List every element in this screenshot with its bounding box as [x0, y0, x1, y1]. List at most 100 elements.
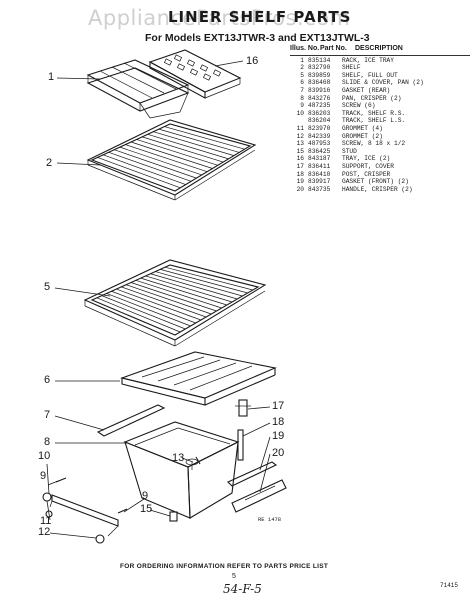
- illus-no-cell: 5: [300, 71, 304, 79]
- illus-no-cell: 16: [296, 155, 304, 163]
- part-no-cell: 836204: [308, 117, 331, 125]
- description-cell: SCREW, 8 18 x 1/2: [342, 140, 406, 148]
- illus-no-cell: 9: [300, 102, 304, 110]
- callout-20: 20: [272, 447, 285, 459]
- part-no-cell: 823970: [308, 124, 331, 132]
- part-no-cell: 839917: [308, 178, 331, 186]
- header-part-no: Part No.: [320, 45, 347, 52]
- shelf-wire: [130, 141, 213, 169]
- part-no-cell: 843735: [308, 185, 331, 193]
- description-cell: PAN, CRISPER (2): [342, 94, 402, 102]
- parts-table: Illus. No. Part No. DESCRIPTION 1 835134 R…: [290, 45, 470, 193]
- part-no-cell: 836468: [308, 79, 331, 87]
- shelf-wire: [121, 286, 207, 318]
- description-cell: SHELF, FULL OUT: [342, 71, 398, 79]
- description-cell: GASKET (REAR): [342, 86, 391, 94]
- part-no-cell: 836203: [308, 109, 331, 117]
- shelf-wire: [111, 290, 196, 324]
- description-cell: GROMMET (2): [342, 132, 383, 140]
- shelf-wire: [116, 288, 202, 321]
- header-description: DESCRIPTION: [355, 45, 403, 52]
- part-no-cell: 843187: [308, 155, 331, 163]
- callout-15: 15: [140, 503, 153, 515]
- description-cell: GROMMET (4): [342, 124, 383, 132]
- shelf-wire: [135, 279, 222, 309]
- diagram-subtitle: For Models EXT13JTWR-3 and EXT13JTWL-3: [145, 32, 370, 44]
- shelf-wire: [140, 277, 227, 306]
- shelf-drawing: [86, 119, 257, 201]
- parts-table-row: 1 835134 RACK, ICE TRAY: [290, 57, 470, 65]
- parts-table-row: 836204 TRACK, SHELF L.S.: [290, 117, 470, 125]
- part-no-cell: 487235: [308, 102, 331, 110]
- shelf-wire: [106, 293, 191, 327]
- part-no-cell: 839916: [308, 86, 331, 94]
- figure-reference: RE 1478: [258, 516, 282, 523]
- part-no-cell: 487953: [308, 140, 331, 148]
- description-cell: SHELF: [342, 64, 361, 72]
- crisper-pan-drawing: [123, 421, 240, 519]
- shelf-wire: [125, 144, 208, 173]
- shelf-wire: [142, 136, 224, 163]
- ordering-footer: FOR ORDERING INFORMATION REFER TO PARTS …: [120, 563, 329, 570]
- shelf-wire: [150, 273, 238, 300]
- parts-table-row: 20 843735 HANDLE, CRISPER (2): [290, 186, 470, 194]
- illus-no-cell: 20: [296, 185, 304, 193]
- shelf-wire: [101, 295, 186, 330]
- diagram-title: LINER SHELF PARTS: [168, 8, 352, 26]
- illus-no-cell: 12: [296, 132, 304, 140]
- shelf-wire: [158, 128, 240, 153]
- shelf-wire: [119, 146, 202, 176]
- shelf-wire: [114, 149, 197, 179]
- illus-no-cell: 17: [296, 162, 304, 170]
- illus-no-cell: 1: [300, 56, 304, 64]
- callout-10: 10: [38, 450, 51, 462]
- shelf-track-drawing: [49, 494, 119, 537]
- callout-9-right: 9: [142, 490, 149, 502]
- illus-no-cell: 19: [296, 178, 304, 186]
- header-illus-no: Illus. No.: [290, 45, 320, 52]
- description-cell: TRACK, SHELF R.S.: [342, 109, 406, 117]
- callout-8: 8: [44, 436, 51, 448]
- shelf-wire: [165, 266, 253, 291]
- pan-cover-drawing: [120, 351, 277, 406]
- description-cell: SUPPORT, COVER: [342, 162, 394, 170]
- shelf-wire: [147, 133, 229, 160]
- shelf-wire: [103, 154, 186, 185]
- description-cell: TRACK, SHELF L.S.: [342, 117, 406, 125]
- shelf-wire: [153, 131, 235, 156]
- description-cell: SCREW (6): [342, 102, 376, 110]
- part-no-cell: 839859: [308, 71, 331, 79]
- callout-9-left: 9: [40, 470, 47, 482]
- description-cell: RACK, ICE TRAY: [342, 56, 394, 64]
- part-no-cell: 835134: [308, 56, 331, 64]
- shelf-full-out-drawing: [83, 259, 267, 347]
- crisper-handle-drawing: [231, 479, 287, 513]
- ice-tray-rack-drawing: [86, 59, 190, 119]
- watermark: AppliancePartsPros.com: [88, 6, 351, 30]
- shelf-wire: [97, 157, 181, 189]
- callout-16: 16: [246, 55, 259, 67]
- shelf-wire: [130, 282, 217, 312]
- description-cell: POST, CRISPER: [342, 170, 391, 178]
- callout-6: 6: [44, 374, 51, 386]
- leader-lines: [46, 60, 271, 539]
- table-rule: [290, 54, 470, 56]
- shelf-wire: [155, 271, 243, 297]
- shelf-wire: [126, 284, 212, 315]
- description-cell: HANDLE, CRISPER (2): [342, 185, 413, 193]
- cover-support-drawing: [235, 399, 251, 461]
- illus-no-cell: 7: [300, 86, 304, 94]
- part-no-cell: 832790: [308, 64, 331, 72]
- illus-no-cell: 6: [300, 79, 304, 87]
- page-number: 5: [232, 573, 236, 580]
- part-no-cell: 836425: [308, 147, 331, 155]
